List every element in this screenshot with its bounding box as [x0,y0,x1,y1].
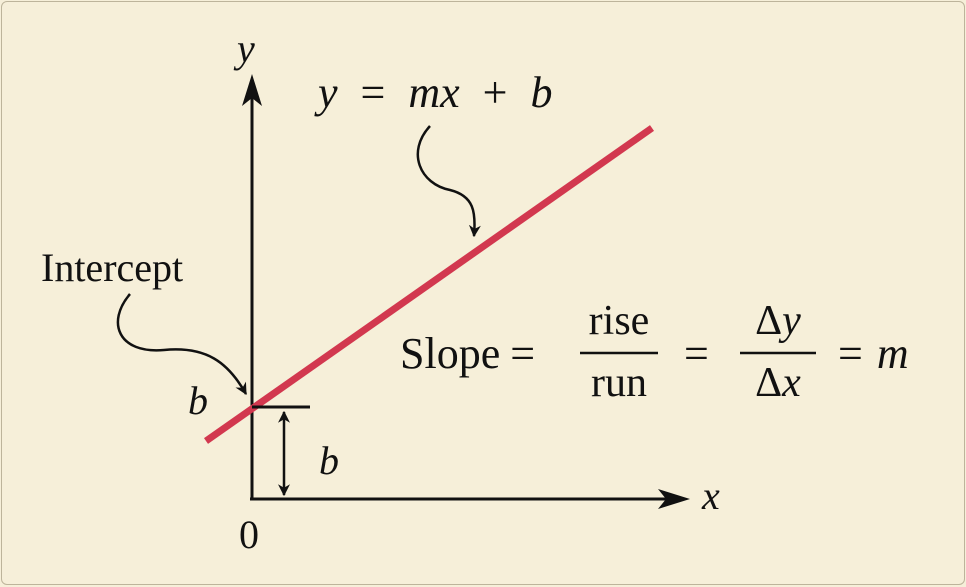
slope-formula: Slope= rise run = Δy Δx =m [400,298,909,406]
intercept-callout-arrow [116,293,248,396]
x-axis-arrowhead [658,489,690,509]
slope-equals-2: = [684,329,709,378]
slope-rise: rise [589,298,650,344]
line-equation: y = mx + b [314,68,553,117]
regression-line [203,125,655,444]
equation-callout-arrow [416,125,481,238]
slope-delta-x: Δx [755,360,801,406]
y-axis-arrowhead [242,74,262,106]
x-axis-label: x [701,473,720,518]
intercept-b-label: b [188,378,208,423]
slope-label: Slope= [400,329,535,378]
y-axis-label: y [233,26,255,71]
slope-result: =m [838,329,909,378]
intercept-height-label: b [319,438,339,483]
intercept-label: Intercept [41,245,183,290]
slope-delta-y: Δy [755,298,801,344]
slope-run: run [591,360,647,406]
origin-label: 0 [239,512,259,557]
